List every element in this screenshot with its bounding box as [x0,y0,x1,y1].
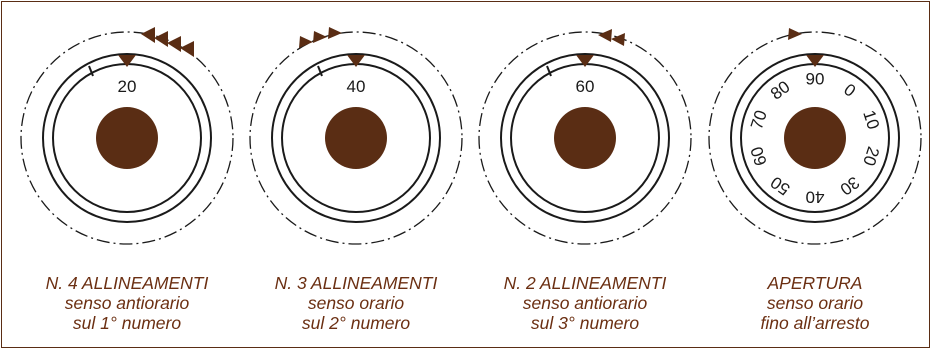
arrowhead-icon [299,36,313,48]
dial-1: 20 [20,27,234,245]
dial-2-knob [325,107,387,169]
dial-3-rotation-path [478,31,692,245]
caption-title: N. 4 ALLINEAMENTI [45,273,209,293]
dial-4-scale-number: 80 [767,77,793,103]
dial-4-scale-number: 70 [747,108,771,132]
dial-3: 60 [478,29,692,245]
caption-direction: senso antiorario [64,293,190,313]
dial-2-rotation-path [249,31,463,245]
caption-title: N. 3 ALLINEAMENTI [274,273,438,293]
dial-3-number-label: 60 [576,77,595,96]
dial-1-index-marker [118,55,136,67]
dial-3-tick [546,65,552,77]
dial-4-knob [784,107,846,169]
caption-dial-1: N. 4 ALLINEAMENTI senso antiorario sul 1… [27,273,227,333]
dial-4-outer-ring [730,53,900,223]
arrowhead-icon [328,27,342,39]
dial-4-scale-number: 30 [836,172,862,198]
dial-2-index-marker [347,55,365,67]
dial-2-outer-ring [271,53,441,223]
dial-1-knob [96,107,158,169]
dial-4-direction-arrows [788,28,802,40]
caption-title: N. 2 ALLINEAMENTI [503,273,667,293]
dial-2-direction-arrows [299,27,342,48]
caption-target: fino all’arresto [760,313,870,333]
dial-2: 40 [249,27,463,245]
caption-target: sul 2° numero [301,313,411,333]
arrowhead-icon [180,41,194,57]
dial-2-number-label: 40 [347,77,366,96]
dial-4-scale-number: 40 [806,188,825,207]
caption-direction: senso antiorario [522,293,648,313]
caption-target: sul 3° numero [530,313,640,333]
dial-1-tick [88,65,94,77]
dial-4: 90 010 20 30 40 50 60 70 80 [708,28,922,245]
dial-4-scale-number: 10 [859,108,883,132]
caption-target: sul 1° numero [72,313,182,333]
dial-2-tick [317,65,323,77]
dial-3-direction-arrows [598,29,625,46]
dial-4-index-marker [806,55,824,67]
arrowhead-icon [611,33,625,46]
caption-direction: senso orario [307,293,405,313]
dial-4-scale-number: 20 [859,144,883,168]
dial-4-rotation-path [708,31,922,245]
arrowhead-icon [788,28,802,40]
caption-dial-2: N. 3 ALLINEAMENTI senso orario sul 2° nu… [256,273,456,333]
caption-dial-3: N. 2 ALLINEAMENTI senso antiorario sul 3… [485,273,685,333]
dial-4-scale-number: 0 [840,80,859,101]
arrowhead-icon [598,29,612,42]
dial-3-index-marker [576,55,594,67]
dial-4-scale-number: 90 [806,70,825,89]
dial-4-scale-number: 60 [747,144,771,168]
arrowhead-icon [167,36,181,52]
dial-4-scale-number: 50 [767,172,793,198]
caption-title: APERTURA [767,273,863,293]
arrowhead-icon [141,27,155,43]
caption-dial-4: APERTURA senso orario fino all’arresto [715,273,915,333]
arrowhead-icon [154,31,168,47]
dial-1-outer-ring [42,53,212,223]
arrowhead-icon [313,31,327,43]
caption-direction: senso orario [766,293,864,313]
dial-1-number-label: 20 [118,77,137,96]
dial-3-knob [554,107,616,169]
dial-1-direction-arrows [141,27,194,57]
dial-3-outer-ring [500,53,670,223]
dial-1-rotation-path [20,31,234,245]
